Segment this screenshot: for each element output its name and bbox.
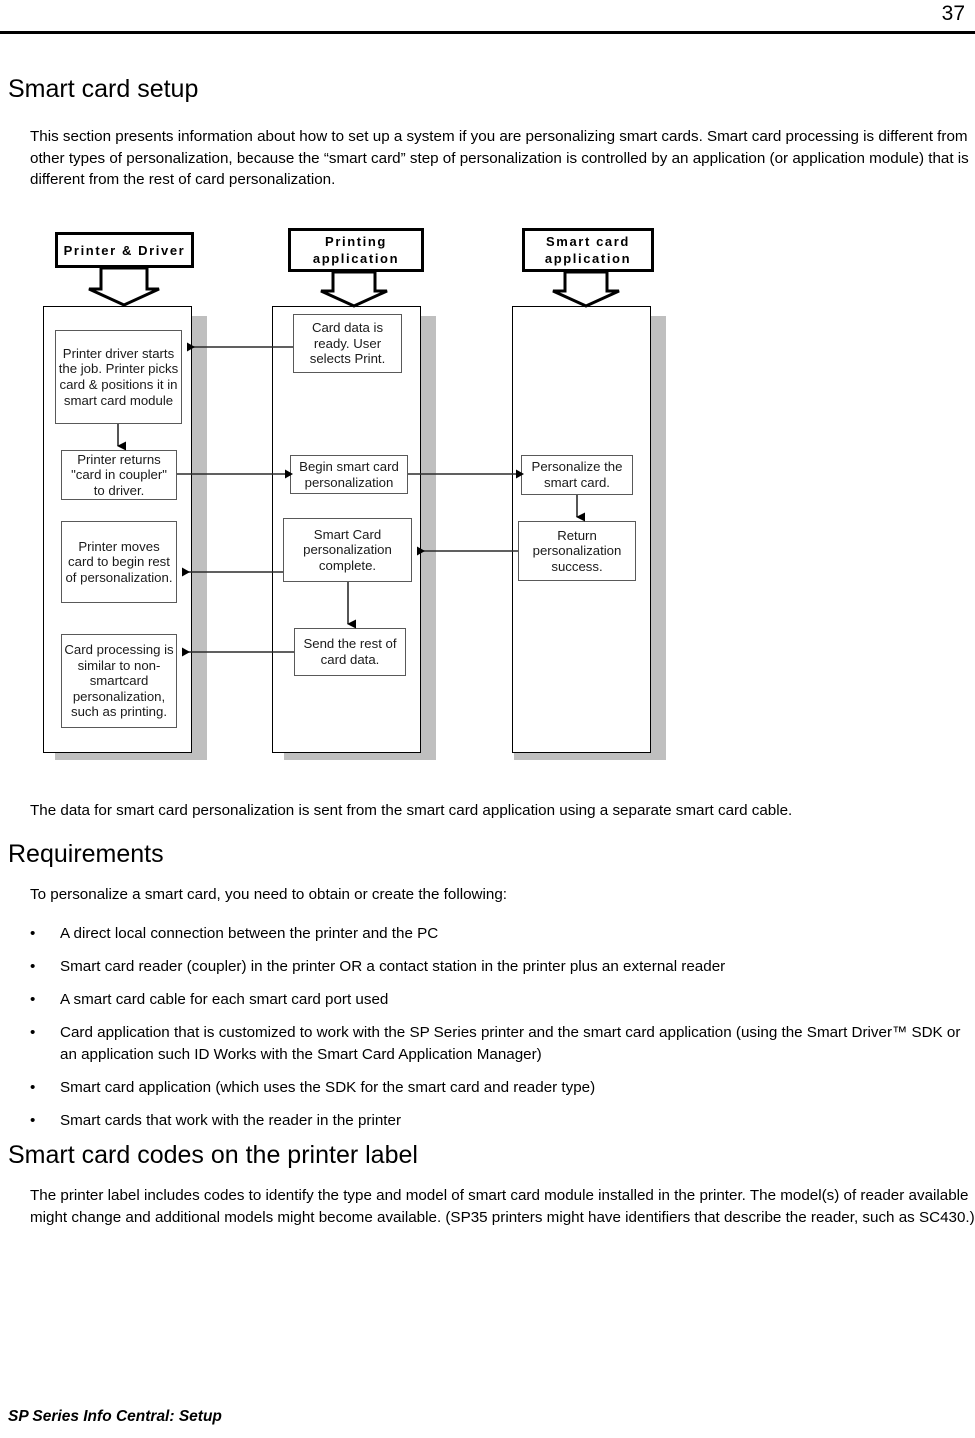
bullet-marker: • bbox=[30, 1112, 36, 1129]
list-item: • A smart card cable for each smart card… bbox=[30, 989, 960, 1011]
list-item-label: Smart cards that work with the reader in… bbox=[60, 1112, 402, 1129]
intro-paragraph: This section presents information about … bbox=[30, 128, 969, 188]
lane-title-smart-card-app-line2: application bbox=[544, 251, 632, 266]
lane-arrow-printer-driver bbox=[88, 266, 160, 307]
list-item: • A direct local connection between the … bbox=[30, 923, 960, 945]
lane-arrow-smart-card-app bbox=[552, 270, 620, 308]
bullet-marker: • bbox=[30, 958, 36, 975]
lane-shadow-smart-card-app bbox=[651, 316, 666, 760]
box-card-data-ready: Card data is ready. User selects Print. bbox=[293, 314, 402, 373]
lane-title-printing-app-line1: Printing bbox=[325, 234, 387, 249]
lane-title-printer-driver-line1: Printer & Driver bbox=[63, 242, 186, 258]
lane-arrow-printing-app bbox=[320, 270, 388, 308]
box-printer-moves: Printer moves card to begin rest of pers… bbox=[61, 521, 177, 603]
header-rule bbox=[0, 31, 975, 34]
box-send-rest: Send the rest of card data. bbox=[294, 628, 406, 676]
lane-shadow-printer-driver bbox=[192, 316, 207, 760]
requirements-heading: Requirements bbox=[8, 840, 164, 868]
codes-paragraph: The printer label includes codes to iden… bbox=[30, 1187, 975, 1226]
box-printer-moves-text: Printer moves card to begin rest of pers… bbox=[65, 538, 173, 585]
list-item: • Smart cards that work with the reader … bbox=[30, 1110, 960, 1132]
page-footer: SP Series Info Central: Setup bbox=[8, 1408, 222, 1425]
bullet-marker: • bbox=[30, 925, 36, 942]
box-printer-returns: Printer returns "card in coupler" to dri… bbox=[61, 450, 177, 500]
box-printer-driver-starts-text: Printer driver starts the job. Printer p… bbox=[58, 345, 179, 408]
list-item-label: Smart card reader (coupler) in the print… bbox=[60, 958, 726, 975]
lane-title-printing-app-line2: application bbox=[312, 251, 400, 266]
bullet-marker: • bbox=[30, 1079, 36, 1096]
list-item-label: A direct local connection between the pr… bbox=[60, 925, 439, 942]
list-item: • Smart card reader (coupler) in the pri… bbox=[30, 956, 960, 978]
list-item-label: Smart card application (which uses the S… bbox=[60, 1079, 596, 1096]
box-printer-driver-starts: Printer driver starts the job. Printer p… bbox=[55, 330, 182, 424]
page-number: 37 bbox=[941, 2, 965, 25]
lane-title-printing-app: Printing application bbox=[288, 228, 424, 272]
list-item-label: A smart card cable for each smart card p… bbox=[60, 991, 389, 1008]
box-smartcard-complete-text: Smart Card personalization complete. bbox=[303, 526, 392, 573]
list-item: • Card application that is customized to… bbox=[30, 1022, 968, 1065]
box-send-rest-text: Send the rest of card data. bbox=[303, 636, 397, 667]
box-return-success-text: Return personalization success. bbox=[532, 527, 622, 574]
box-card-processing-text: Card processing is similar to non-smartc… bbox=[64, 642, 174, 720]
box-personalize-card-text: Personalize the smart card. bbox=[531, 459, 623, 490]
box-personalize-card: Personalize the smart card. bbox=[521, 455, 633, 495]
box-printer-returns-text: Printer returns "card in coupler" to dri… bbox=[71, 451, 167, 498]
box-return-success: Return personalization success. bbox=[518, 521, 636, 581]
box-card-data-ready-text: Card data is ready. User selects Print. bbox=[309, 320, 386, 367]
box-card-processing: Card processing is similar to non-smartc… bbox=[61, 634, 177, 728]
box-smartcard-complete: Smart Card personalization complete. bbox=[283, 518, 412, 582]
bullet-marker: • bbox=[30, 1024, 36, 1041]
bullet-marker: • bbox=[30, 991, 36, 1008]
codes-heading: Smart card codes on the printer label bbox=[8, 1141, 418, 1169]
list-item: • Smart card application (which uses the… bbox=[30, 1077, 960, 1099]
box-begin-smartcard: Begin smart card personalization bbox=[290, 455, 408, 494]
requirements-intro: To personalize a smart card, you need to… bbox=[30, 886, 507, 903]
lane-title-smart-card-app-line1: Smart card bbox=[546, 234, 630, 249]
diagram-caption: The data for smart card personalization … bbox=[30, 802, 793, 819]
lane-shadow-printing-app bbox=[421, 316, 436, 760]
box-begin-smartcard-text: Begin smart card personalization bbox=[299, 458, 399, 490]
list-item-label: Card application that is customized to w… bbox=[60, 1024, 961, 1063]
page-title: Smart card setup bbox=[8, 75, 199, 103]
lane-title-smart-card-app: Smart card application bbox=[522, 228, 654, 272]
